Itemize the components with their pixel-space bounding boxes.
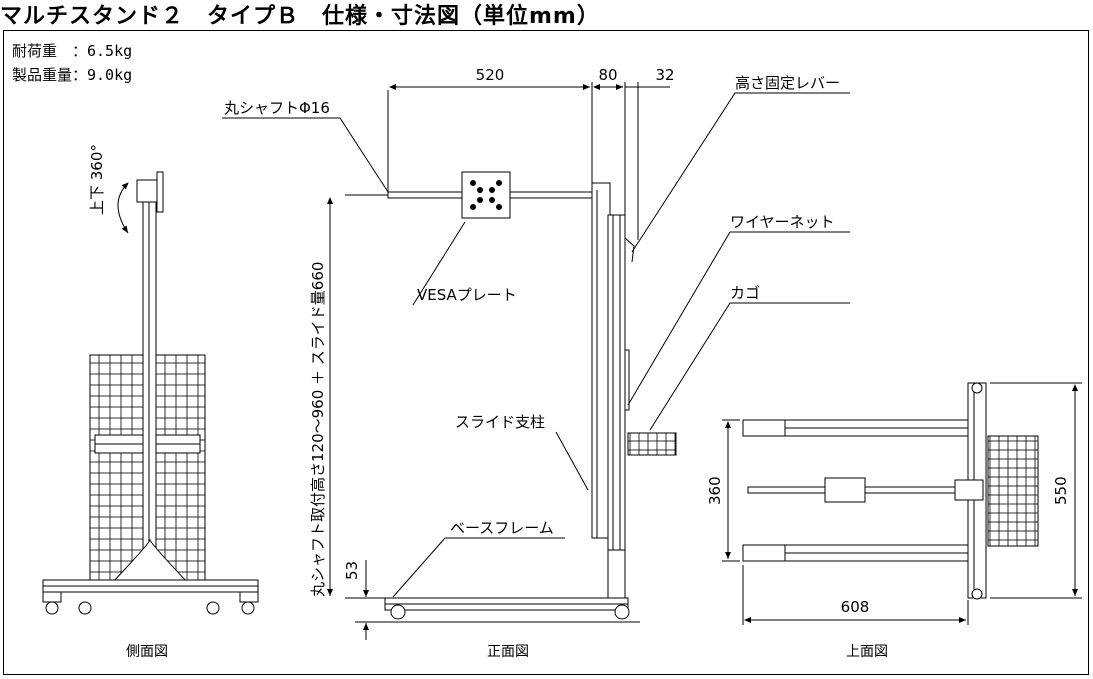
side-caster [45, 601, 59, 615]
callout-wire-net: ワイヤーネット [730, 213, 835, 231]
vesa-leader [412, 221, 466, 306]
page-title: マルチスタンド２ タイプＢ 仕様・寸法図（単位mm） [0, 4, 600, 29]
height-lever [624, 237, 635, 263]
top-view [722, 382, 1082, 625]
callout-slide: スライド支柱 [455, 413, 545, 431]
front-caster [390, 604, 406, 620]
dim-height: 丸シャフト取付高さ120～960 ＋ スライド量660 [309, 262, 327, 597]
dim-80: 80 [598, 66, 617, 84]
dim-520: 520 [476, 66, 505, 84]
side-view [42, 171, 259, 615]
dim-53: 53 [343, 561, 361, 580]
dim-608: 608 [841, 598, 870, 616]
callout-base: ベースフレーム [450, 519, 554, 537]
shaft-leader [222, 117, 389, 193]
dim-360: 360 [706, 476, 724, 505]
slide-leader [555, 431, 589, 491]
fixed-column [607, 214, 626, 601]
callout-vesa: VESAプレート [417, 286, 517, 304]
spec-weight: 製品重量：9.0kg [12, 66, 133, 84]
slide-column [591, 182, 611, 539]
top-view-label: 上面図 [846, 644, 888, 660]
drawing-frame [3, 30, 1089, 675]
top-vesa [824, 477, 866, 503]
vesa-plate [461, 171, 511, 219]
front-basket [627, 432, 677, 456]
side-view-label: 側面図 [126, 644, 168, 660]
lever-leader [631, 92, 850, 253]
dim-550: 550 [1052, 476, 1070, 505]
front-view-label: 正面図 [487, 644, 529, 660]
rotation-arrow [117, 182, 129, 234]
dim-32: 32 [655, 66, 674, 84]
top-basket [987, 435, 1039, 547]
front-view [222, 82, 850, 640]
base-leader [392, 537, 565, 598]
rotation-label: 上下 360° [88, 144, 106, 215]
callout-lever: 高さ固定レバー [735, 74, 840, 92]
callout-basket: カゴ [730, 284, 760, 302]
callout-shaft: 丸シャフトΦ16 [224, 99, 330, 117]
spec-load: 耐荷重 ：6.5kg [12, 42, 133, 60]
wire-net-leader [627, 231, 850, 406]
basket-leader [649, 302, 850, 431]
